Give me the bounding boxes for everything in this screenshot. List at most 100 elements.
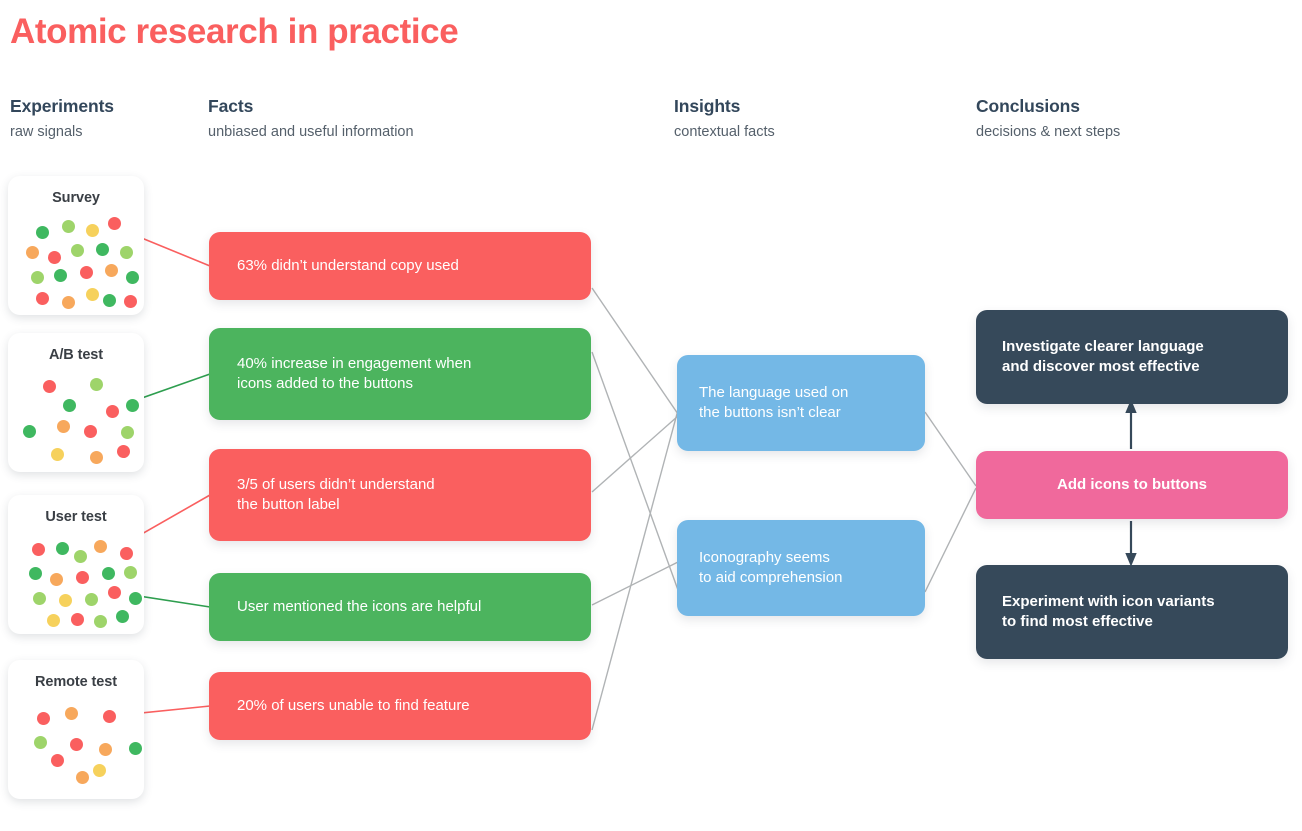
data-point-dot [36,226,49,239]
data-point-dot [54,269,67,282]
experiment-title: User test [45,509,107,525]
fact-card-3[interactable]: 3/5 of users didn’t understand the butto… [209,449,591,541]
link-insight2-to-action [924,487,977,593]
experiment-card-remote-test[interactable]: Remote test [8,660,144,799]
data-point-dot [50,573,63,586]
column-header-facts: Facts unbiased and useful information [208,96,414,142]
column-header-insights: Insights contextual facts [674,96,775,142]
insight-card-1[interactable]: The language used on the buttons isn’t c… [677,355,925,451]
experiment-title: Remote test [35,674,117,690]
conclusion-card-1[interactable]: Investigate clearer language and discove… [976,310,1288,404]
data-point-dot [76,771,89,784]
data-point-dot [31,271,44,284]
page-title: Atomic research in practice [10,12,459,51]
column-subtitle-experiments: raw signals [10,124,83,140]
data-point-dot [29,567,42,580]
column-subtitle-insights: contextual facts [674,124,775,140]
fact-card-2[interactable]: 40% increase in engagement when icons ad… [209,328,591,420]
data-point-dot [71,613,84,626]
data-point-dot [56,542,69,555]
data-point-dot [48,251,61,264]
experiment-card-survey[interactable]: Survey [8,176,144,315]
data-point-dot [84,425,97,438]
data-point-dot [85,593,98,606]
column-subtitle-conclusions: decisions & next steps [976,124,1121,140]
column-title-conclusions: Conclusions [976,96,1080,116]
data-point-dot [63,399,76,412]
data-point-dot [71,244,84,257]
data-point-dot [129,592,142,605]
column-subtitle-facts: unbiased and useful information [208,124,414,140]
data-point-dot [23,425,36,438]
data-point-dot [108,586,121,599]
data-point-dot [102,567,115,580]
link-insight1-to-action [924,411,977,487]
link-fact4-to-insight2 [591,561,679,606]
conclusion-card-3[interactable]: Experiment with icon variants to find mo… [976,565,1288,659]
link-fact1-to-insight1 [591,287,679,415]
column-title-facts: Facts [208,96,254,116]
data-point-dot [121,426,134,439]
data-point-dot [108,217,121,230]
data-point-dot [65,707,78,720]
data-point-dot [103,294,116,307]
data-point-dot [80,266,93,279]
data-point-dot [124,295,137,308]
dot-field-ab-test [8,333,144,472]
dot-field-survey [8,176,144,315]
experiment-card-ab-test[interactable]: A/B test [8,333,144,472]
conclusion-text: Investigate clearer language and discove… [1002,338,1204,375]
data-point-dot [76,571,89,584]
data-point-dot [33,592,46,605]
fact-card-5[interactable]: 20% of users unable to find feature [209,672,591,740]
data-point-dot [34,736,47,749]
data-point-dot [26,246,39,259]
data-point-dot [86,288,99,301]
data-point-dot [47,614,60,627]
data-point-dot [36,292,49,305]
column-title-insights: Insights [674,96,741,116]
insight-text: Iconography seems to aid comprehension [699,549,843,586]
conclusion-card-action[interactable]: Add icons to buttons [976,451,1288,519]
data-point-dot [37,712,50,725]
fact-text: 63% didn’t understand copy used [237,257,459,274]
column-header-experiments: Experiments raw signals [10,96,114,142]
column-header-conclusions: Conclusions decisions & next steps [976,96,1120,142]
data-point-dot [94,540,107,553]
data-point-dot [74,550,87,563]
conclusion-text: Experiment with icon variants to find mo… [1002,593,1215,630]
data-point-dot [103,710,116,723]
insight-card-2[interactable]: Iconography seems to aid comprehension [677,520,925,616]
fact-card-4[interactable]: User mentioned the icons are helpful [209,573,591,641]
data-point-dot [96,243,109,256]
experiment-card-user-test[interactable]: User test [8,495,144,634]
data-point-dot [86,224,99,237]
data-point-dot [90,451,103,464]
fact-text: 3/5 of users didn’t understand the butto… [237,476,435,513]
fact-text: User mentioned the icons are helpful [237,598,482,615]
insight-text: The language used on the buttons isn’t c… [699,384,849,421]
data-point-dot [106,405,119,418]
data-point-dot [120,246,133,259]
data-point-dot [93,764,106,777]
data-point-dot [51,754,64,767]
data-point-dot [51,448,64,461]
data-point-dot [99,743,112,756]
data-point-dot [62,296,75,309]
experiment-title: A/B test [49,347,103,363]
data-point-dot [120,547,133,560]
data-point-dot [94,615,107,628]
data-point-dot [70,738,83,751]
data-point-dot [59,594,72,607]
data-point-dot [126,399,139,412]
fact-text: 40% increase in engagement when icons ad… [237,355,472,392]
data-point-dot [116,610,129,623]
column-title-experiments: Experiments [10,96,114,116]
data-point-dot [126,271,139,284]
data-point-dot [32,543,45,556]
fact-card-1[interactable]: 63% didn’t understand copy used [209,232,591,300]
data-point-dot [90,378,103,391]
data-point-dot [57,420,70,433]
dot-field-user-test [8,495,144,634]
data-point-dot [105,264,118,277]
